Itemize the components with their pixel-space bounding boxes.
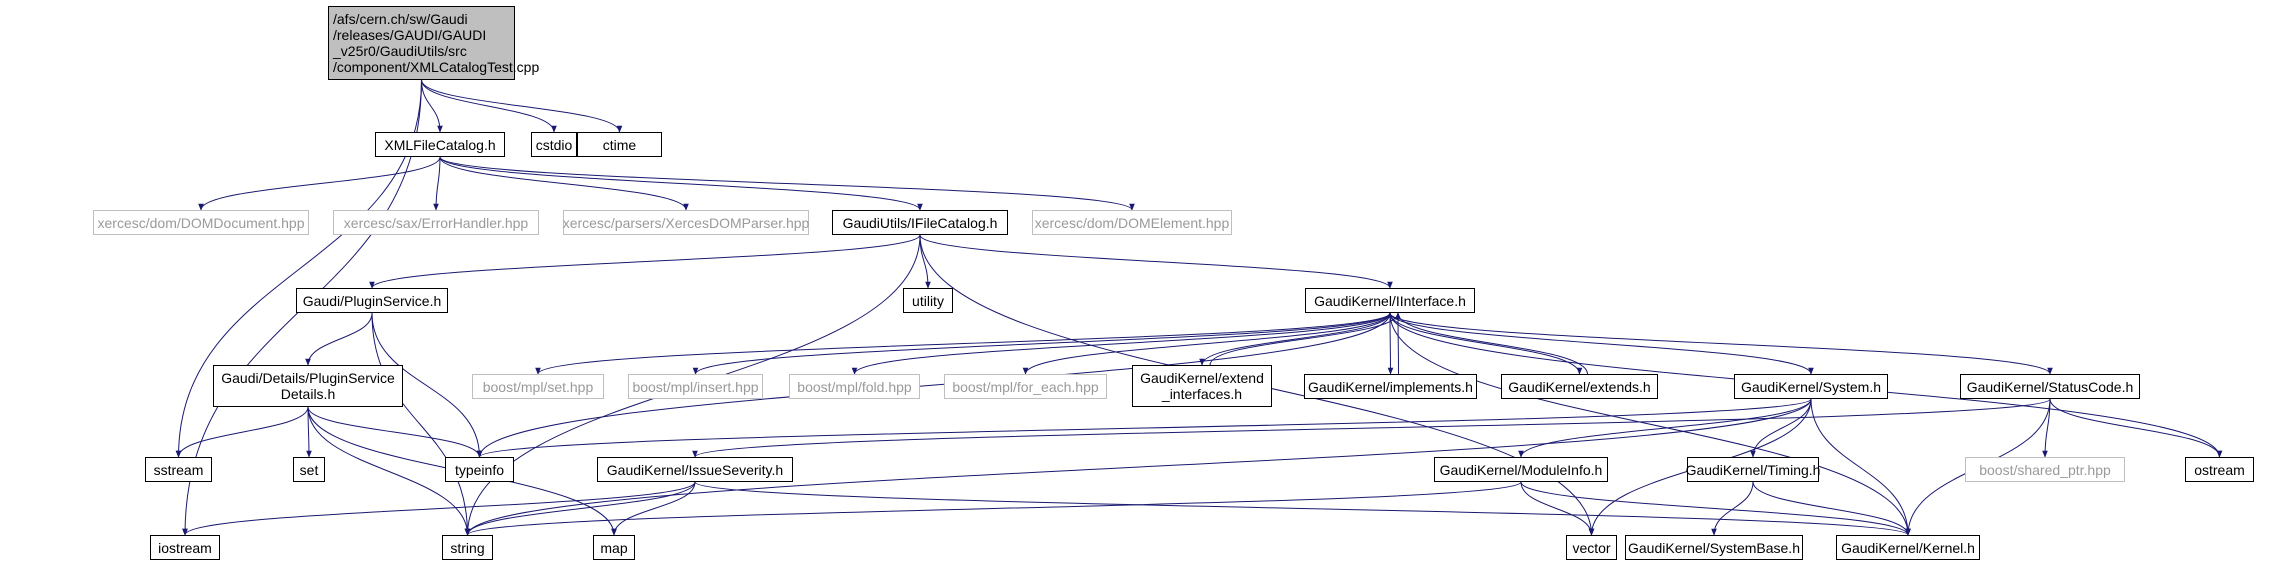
node-errorhandler: xercesc/sax/ErrorHandler.hpp bbox=[333, 210, 539, 235]
node-map[interactable]: map bbox=[593, 535, 635, 560]
edge-statuscode-to-ostream bbox=[2049, 398, 2223, 458]
node-pluginservice[interactable]: Gaudi/PluginService.h bbox=[296, 288, 448, 313]
node-typeinfo[interactable]: typeinfo bbox=[445, 457, 514, 482]
edge-pluginservicedetails-to-typeinfo bbox=[307, 406, 483, 458]
edge-iinterface-to-system bbox=[1389, 312, 1814, 375]
edge-ifilecatalog-to-iinterface bbox=[919, 234, 1393, 289]
node-ostream[interactable]: ostream bbox=[2185, 457, 2254, 482]
node-string[interactable]: string bbox=[442, 535, 493, 560]
edge-root-to-ctime bbox=[421, 79, 623, 133]
edge-iinterface-to-mplforeach bbox=[1022, 312, 1391, 375]
edge-implements-to-iinterface bbox=[1395, 312, 1401, 375]
edge-issueseverity-to-string bbox=[464, 481, 696, 536]
node-cstdio[interactable]: cstdio bbox=[531, 132, 577, 157]
edge-moduleinfo-to-vector bbox=[1520, 481, 1595, 536]
edge-pluginservicedetails-to-sstream bbox=[175, 406, 309, 458]
node-ifilecatalog[interactable]: GaudiUtils/IFileCatalog.h bbox=[832, 210, 1008, 235]
node-iostream[interactable]: iostream bbox=[150, 535, 220, 560]
edge-iinterface-to-mplfold bbox=[851, 312, 1391, 375]
node-domelement: xercesc/dom/DOMElement.hpp bbox=[1032, 210, 1232, 235]
node-xmlfilecatalog[interactable]: XMLFileCatalog.h bbox=[375, 132, 505, 157]
edge-xmlfilecatalog-to-xercesdomparser bbox=[439, 156, 689, 211]
edge-ifilecatalog-to-pluginservice bbox=[369, 234, 921, 289]
edge-xmlfilecatalog-to-domdocument bbox=[198, 156, 441, 211]
node-mplset: boost/mpl/set.hpp bbox=[472, 374, 604, 399]
node-moduleinfo[interactable]: GaudiKernel/ModuleInfo.h bbox=[1434, 457, 1608, 482]
edge-system-to-typeinfo bbox=[476, 398, 1812, 458]
edge-statuscode-to-issueseverity bbox=[692, 398, 2051, 458]
node-set[interactable]: set bbox=[293, 457, 325, 482]
node-extendinterfaces[interactable]: GaudiKernel/extend _interfaces.h bbox=[1132, 365, 1272, 407]
node-system[interactable]: GaudiKernel/System.h bbox=[1734, 374, 1888, 399]
node-ctime[interactable]: ctime bbox=[577, 132, 662, 157]
node-mplfold: boost/mpl/fold.hpp bbox=[789, 374, 920, 399]
node-utility[interactable]: utility bbox=[903, 288, 953, 313]
edge-iinterface-to-mplinsert bbox=[692, 312, 1391, 375]
node-vector[interactable]: vector bbox=[1566, 535, 1617, 560]
edge-ifilecatalog-to-utility bbox=[919, 234, 931, 289]
edge-pluginservice-to-typeinfo bbox=[371, 312, 483, 458]
edge-xmlfilecatalog-to-domelement bbox=[439, 156, 1135, 211]
edge-root-to-cstdio bbox=[421, 79, 557, 133]
edge-pluginservicedetails-to-string bbox=[307, 406, 471, 536]
edge-iinterface-to-kernel bbox=[1389, 312, 1911, 536]
node-statuscode[interactable]: GaudiKernel/StatusCode.h bbox=[1960, 374, 2140, 399]
node-kernel[interactable]: GaudiKernel/Kernel.h bbox=[1836, 535, 1980, 560]
node-timing[interactable]: GaudiKernel/Timing.h bbox=[1686, 457, 1820, 482]
node-sharedptr: boost/shared_ptr.hpp bbox=[1965, 457, 2125, 482]
node-pluginservicedetails[interactable]: Gaudi/Details/PluginService Details.h bbox=[213, 365, 403, 407]
edge-iinterface-to-implements bbox=[1387, 312, 1394, 375]
edge-timing-to-kernel bbox=[1752, 481, 1911, 536]
edge-system-to-moduleinfo bbox=[1518, 398, 1812, 458]
node-mplinsert: boost/mpl/insert.hpp bbox=[628, 374, 763, 399]
edge-iinterface-to-extends bbox=[1389, 312, 1583, 375]
node-issueseverity[interactable]: GaudiKernel/IssueSeverity.h bbox=[597, 457, 793, 482]
node-xercesdomparser: xercesc/parsers/XercesDOMParser.hpp bbox=[563, 210, 809, 235]
node-implements[interactable]: GaudiKernel/implements.h bbox=[1304, 374, 1477, 399]
edge-extends-to-iinterface bbox=[1395, 312, 1588, 375]
edge-issueseverity-to-iostream bbox=[182, 481, 696, 536]
node-systembase[interactable]: GaudiKernel/SystemBase.h bbox=[1625, 535, 1803, 560]
node-root[interactable]: /afs/cern.ch/sw/Gaudi /releases/GAUDI/GA… bbox=[328, 6, 539, 80]
edge-pluginservice-to-string bbox=[371, 312, 471, 536]
node-sstream[interactable]: sstream bbox=[145, 457, 212, 482]
edge-system-to-kernel bbox=[1810, 398, 1911, 536]
edge-iinterface-to-statuscode bbox=[1389, 312, 2053, 375]
edge-xmlfilecatalog-to-ifilecatalog bbox=[439, 156, 923, 211]
node-mplforeach: boost/mpl/for_each.hpp bbox=[944, 374, 1107, 399]
edge-extendinterfaces-to-iinterface bbox=[1209, 312, 1401, 366]
edge-root-to-xmlfilecatalog bbox=[421, 79, 443, 133]
node-domdocument: xercesc/dom/DOMDocument.hpp bbox=[93, 210, 309, 235]
edge-pluginservice-to-pluginservicedetails bbox=[305, 312, 373, 366]
edge-iinterface-to-extendinterfaces bbox=[1199, 312, 1391, 366]
edge-iinterface-to-typeinfo bbox=[476, 312, 1391, 458]
edge-issueseverity-to-map bbox=[611, 481, 696, 536]
edge-xmlfilecatalog-to-errorhandler bbox=[433, 156, 441, 211]
edge-system-to-string bbox=[464, 398, 1812, 536]
node-iinterface[interactable]: GaudiKernel/IInterface.h bbox=[1305, 288, 1475, 313]
node-extends[interactable]: GaudiKernel/extends.h bbox=[1501, 374, 1658, 399]
edge-moduleinfo-to-string bbox=[464, 481, 1522, 536]
edge-iinterface-to-mplset bbox=[535, 312, 1391, 375]
edge-moduleinfo-to-kernel bbox=[1520, 481, 1911, 536]
edge-timing-to-systembase bbox=[1711, 481, 1754, 536]
edge-issueseverity-to-kernel bbox=[694, 481, 1911, 536]
